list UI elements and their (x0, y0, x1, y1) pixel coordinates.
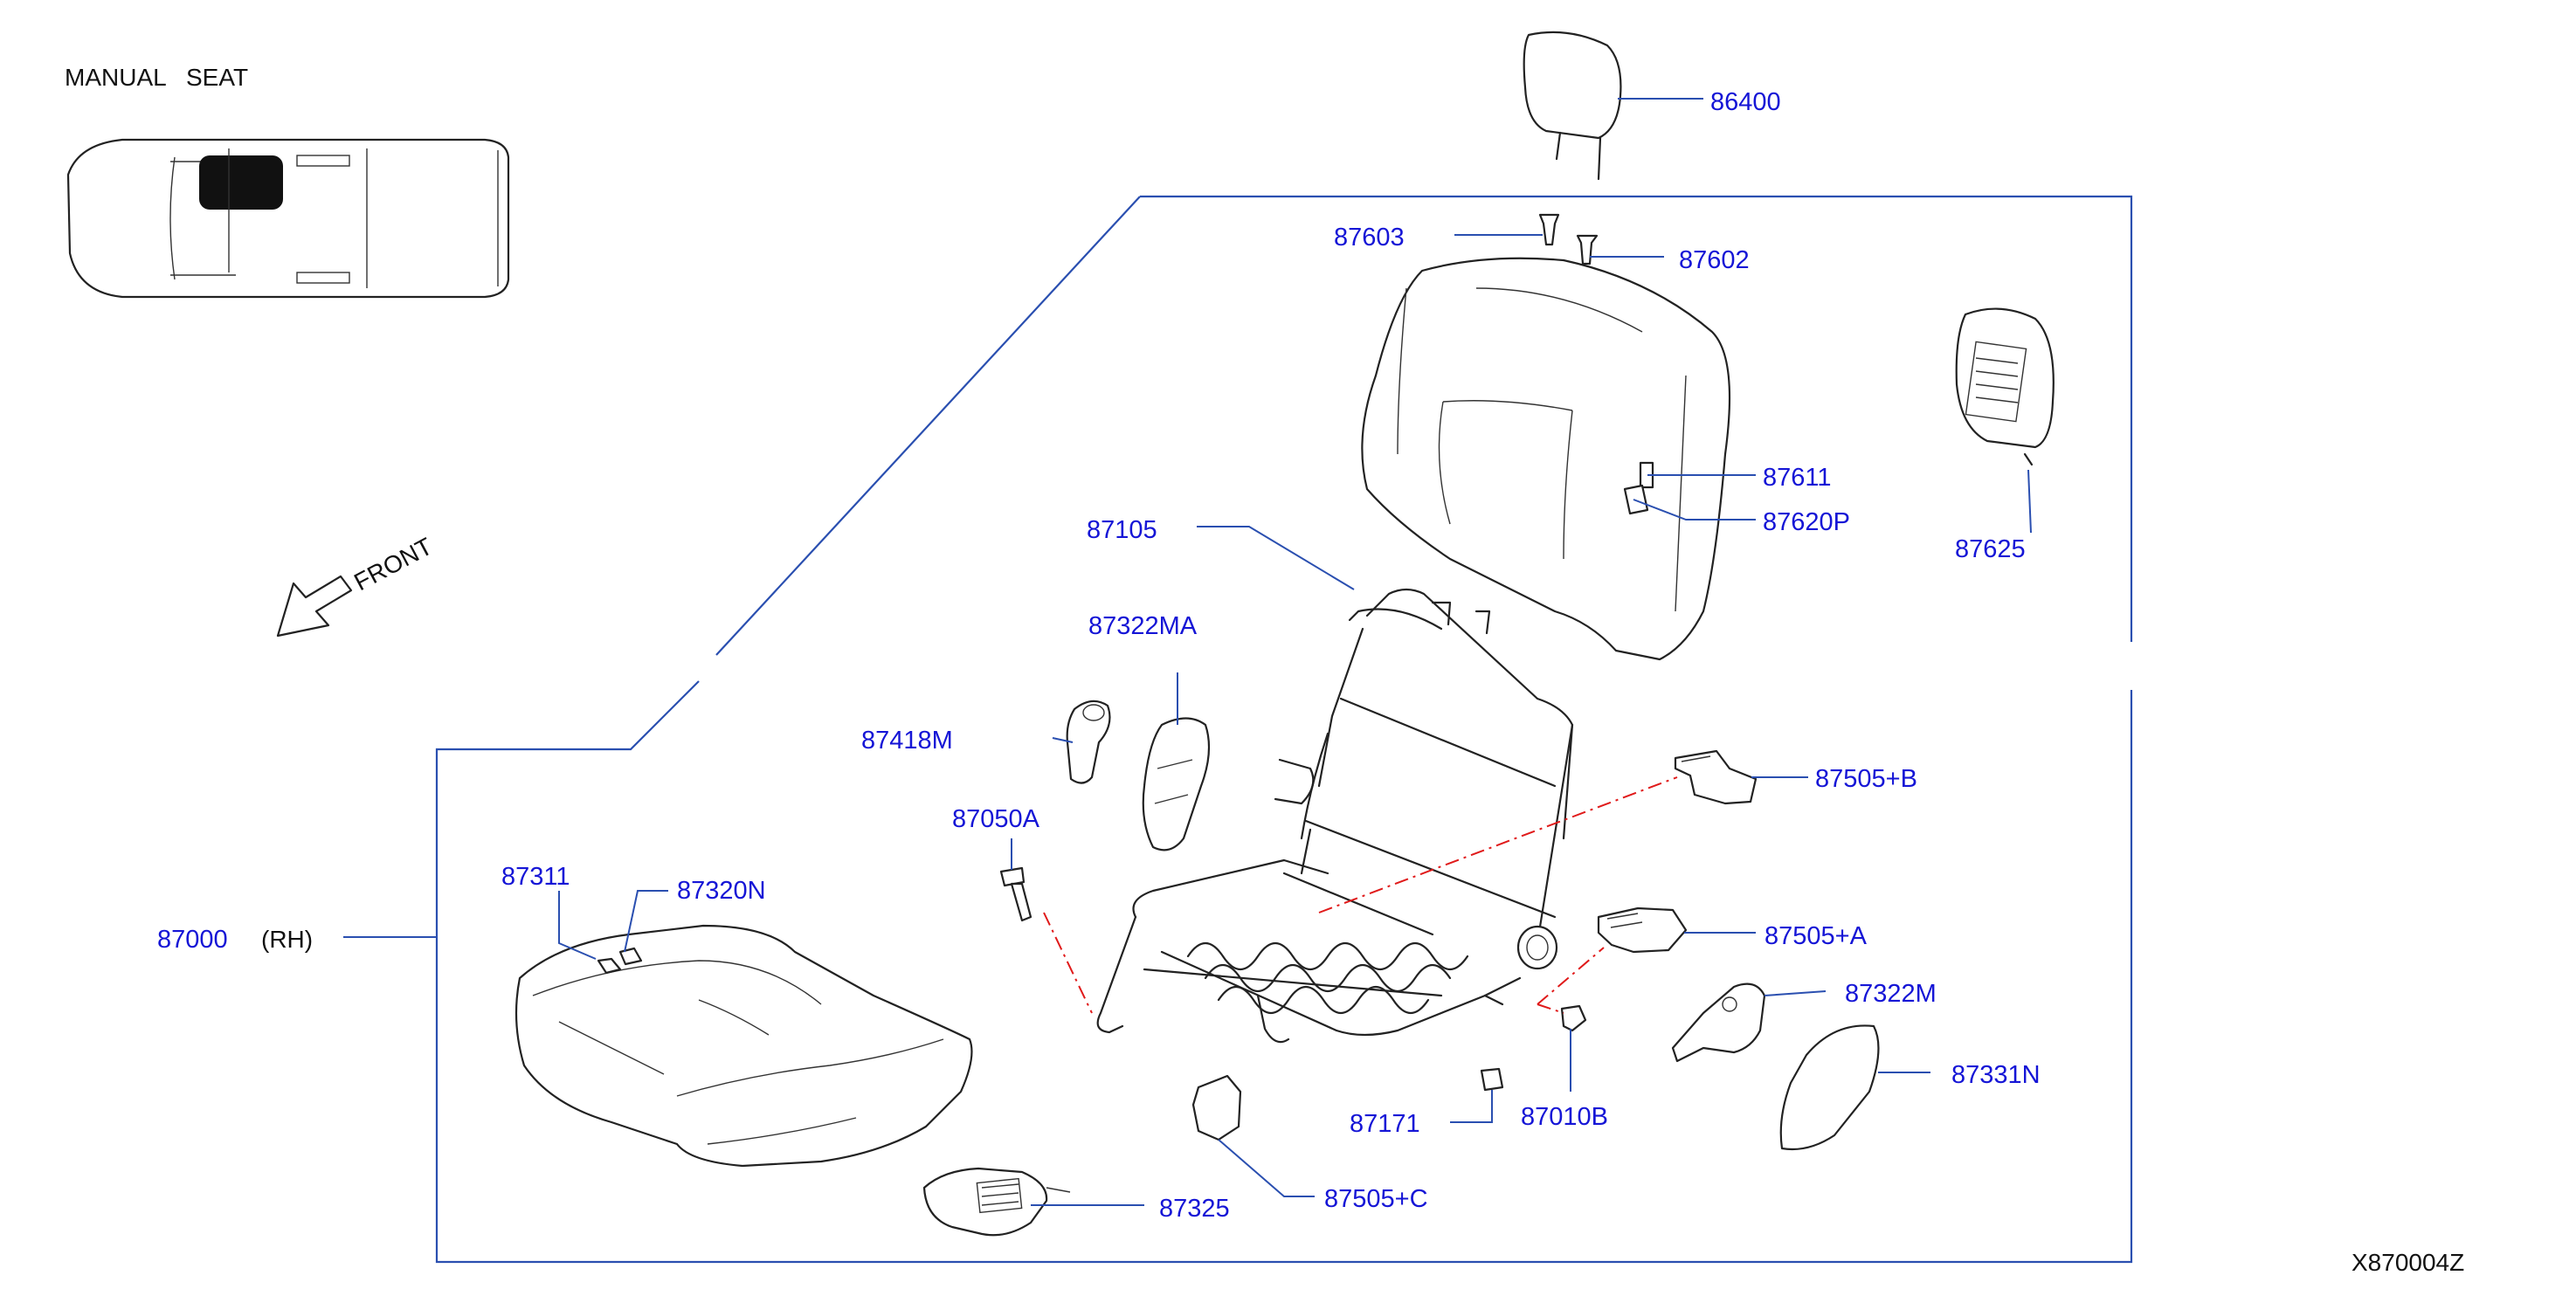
seat-cushion-part (515, 924, 973, 1168)
bracket-87505c-part (1191, 1074, 1242, 1141)
bolt-87050a-part (999, 866, 1032, 922)
callout-87418m: 87418M (861, 727, 953, 755)
callout-87625: 87625 (1955, 535, 2026, 563)
callout-87611: 87611 (1763, 464, 1832, 492)
assembly-side: (RH) (261, 926, 313, 953)
callout-87505a: 87505+A (1765, 922, 1868, 950)
callout-87105: 87105 (1087, 516, 1157, 544)
diagram-title: MANUAL SEAT (65, 64, 248, 91)
callout-87505c: 87505+C (1324, 1185, 1428, 1213)
callout-87603: 87603 (1334, 224, 1405, 252)
callout-87050a: 87050A (952, 805, 1040, 833)
callout-87620p: 87620P (1763, 508, 1850, 536)
callout-87331n: 87331N (1951, 1061, 2041, 1089)
seat-back-board-part (1955, 307, 2055, 466)
callout-87322m: 87322M (1845, 980, 1937, 1008)
headrest-guide-pins (1538, 213, 1599, 265)
seat-back-clips (1623, 461, 1654, 515)
seat-heater-87325-part (922, 1167, 1071, 1237)
front-label: FRONT (349, 533, 437, 596)
callout-87505b: 87505+B (1815, 765, 1917, 793)
nut-87010b-part (1560, 1004, 1587, 1032)
seat-frame-part (1096, 588, 1574, 1044)
bracket-87505b-part (1674, 749, 1758, 805)
headrest-part (1523, 31, 1622, 181)
callout-87311: 87311 (501, 863, 570, 891)
leader-lines (343, 98, 2032, 1206)
callout-86400: 86400 (1710, 88, 1781, 116)
seat-spring-grid (1186, 872, 1469, 1015)
assembly-part-number: 87000 (157, 926, 228, 954)
dashdot-line-bolt (1043, 912, 1093, 1014)
front-direction-arrow-icon: FRONT (276, 533, 437, 638)
side-cover-87322ma-part (1142, 717, 1211, 851)
callout-87320n: 87320N (677, 877, 766, 905)
assembly-frame (435, 195, 2133, 1264)
callout-87602: 87602 (1679, 246, 1750, 274)
vehicle-top-view-icon (66, 138, 510, 299)
recliner-knob-87418m-part (1066, 700, 1111, 784)
dashdot-line-87505b (1318, 776, 1678, 913)
bracket-87505a-part (1597, 907, 1688, 954)
diagram-code: X870004Z (2352, 1249, 2464, 1276)
nut-87171-part (1480, 1067, 1504, 1092)
callout-87171: 87171 (1350, 1110, 1420, 1138)
cover-87331n-part (1779, 1024, 1880, 1151)
dashdot-line-87010b (1537, 1003, 1564, 1014)
seat-back-cushion-part (1361, 257, 1731, 661)
bracket-87322m-part (1671, 982, 1766, 1063)
callout-87322ma: 87322MA (1088, 612, 1198, 640)
callout-87325: 87325 (1159, 1195, 1230, 1223)
callout-87010b: 87010B (1521, 1103, 1608, 1131)
